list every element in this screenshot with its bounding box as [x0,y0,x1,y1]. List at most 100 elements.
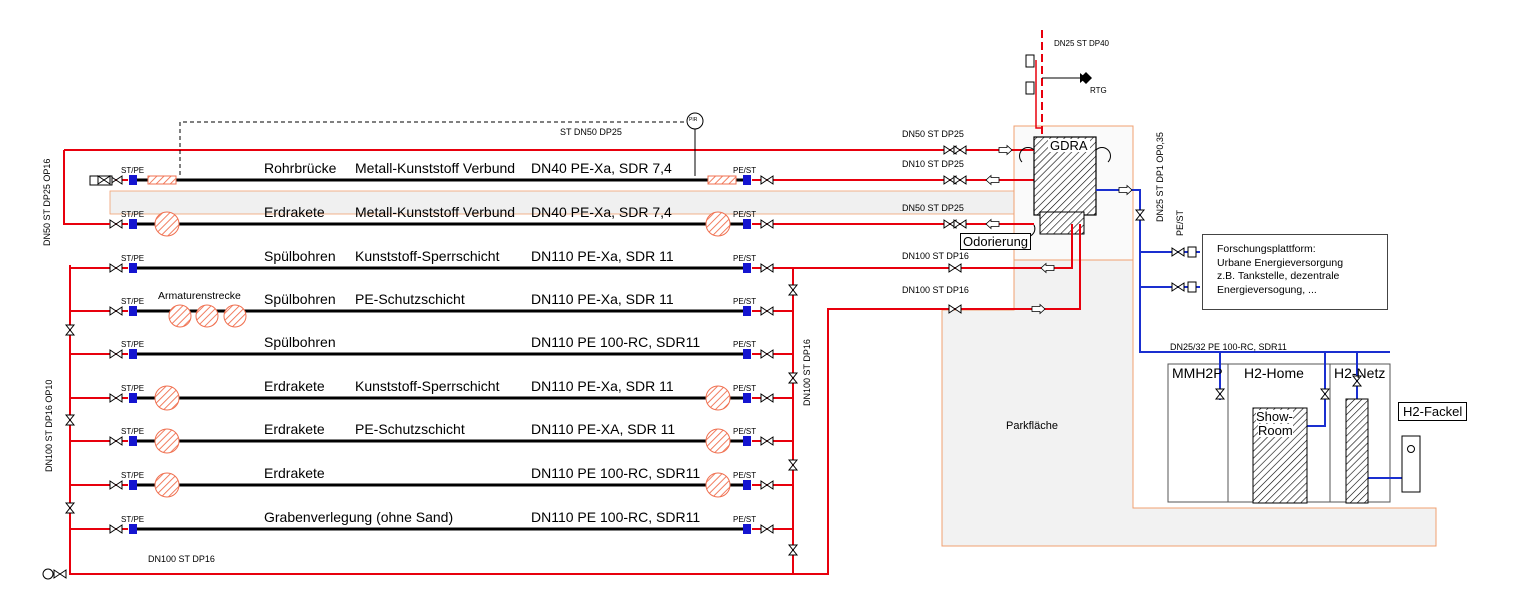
valve-icon [760,524,774,534]
row-method: Erdrakete [264,378,325,394]
connector-icon [1187,281,1197,293]
valve-icon [1171,247,1185,257]
row-right-label: DN10 ST DP25 [902,159,964,169]
transition-fitting-icon [129,480,137,490]
row-material: Metall-Kunststoff Verbund [355,160,516,176]
transition-fitting-icon [129,219,137,229]
row-spec: DN110 PE 100-RC, SDR11 [531,465,701,481]
connection-lines [42,30,1402,580]
valve-icon [787,284,799,296]
row-right-tag: PE/ST [733,210,757,219]
showroom-label-1: Show- [1256,409,1293,424]
pit-icon [168,304,192,328]
odorierung-label: Odorierung [960,233,1032,250]
valve-icon [760,436,774,446]
valve-icon [760,393,774,403]
right-riser-label: DN100 ST DP16 [802,339,812,406]
row-right-tag: PE/ST [733,427,757,436]
pit-icon [705,428,731,454]
left-red-feed [63,150,110,225]
valve-icon [64,502,76,514]
row-right-tag: PE/ST [733,254,757,263]
valve-icon [760,480,774,490]
armatur-label: Armaturenstrecke [158,290,241,302]
pipe-rows [70,175,1034,534]
valve-icon [1134,209,1146,221]
valve-icon [109,480,123,490]
row-spec: DN110 PE 100-RC, SDR11 [531,334,701,350]
row-spec: DN40 PE-Xa, SDR 7,4 [531,204,672,220]
row-spec: DN40 PE-Xa, SDR 7,4 [531,160,672,176]
showroom-label-2: Room [1258,423,1293,438]
research-platform-note: Forschungsplattform: Urbane Energieverso… [1202,234,1388,310]
row-left-tag: ST/PE [121,166,145,175]
valve-icon [948,304,962,314]
row-material: Kunststoff-Sperrschicht [355,378,500,394]
pit-icon [154,211,180,237]
valve-icon [760,263,774,273]
blue-showroom [1307,352,1326,427]
row-right-label: DN50 ST DP25 [902,203,964,213]
flow-arrow-icon [1040,262,1055,274]
bottom-label: DN100 ST DP16 [148,554,215,564]
h2fackel-block [1401,435,1421,493]
support-icon [707,175,737,185]
pit-icon [705,211,731,237]
dn25-vertical-label: DN25 ST DP1 OP0,35 [1155,132,1165,222]
rtg-label: RTG [1090,86,1107,95]
row-method: Rohrbrücke [264,160,337,176]
rtg-icon [1080,72,1092,84]
flow-arrow-icon [985,174,1000,186]
connector-icon [1187,246,1197,258]
dn100-vertical-label: DN100 ST DP16 OP10 [44,379,54,472]
valve-icon [953,175,967,185]
transition-fitting-icon [129,349,137,359]
row-method: Erdrakete [264,421,325,437]
support-icon [147,175,177,185]
end-cap-icon [42,568,54,580]
pit-icon [195,304,219,328]
transition-fitting-icon [743,219,751,229]
row-material: PE-Schutzschicht [355,291,465,307]
flow-arrow-icon [998,144,1013,156]
row-right-tag: PE/ST [733,384,757,393]
pit-icon [154,385,180,411]
row-method: Grabenverlegung (ohne Sand) [264,509,454,525]
pir-instrument [686,112,704,130]
row3-red-out [775,224,1073,269]
pit-icon [705,472,731,498]
row-left-tag: ST/PE [121,297,145,306]
h2home-label: H2-Home [1244,365,1304,381]
transition-fitting-icon [129,263,137,273]
valve-icon [109,436,123,446]
row-spec: DN110 PE-Xa, SDR 11 [531,378,674,394]
row-spec: DN110 PE-XA, SDR 11 [531,421,676,437]
transition-fitting-icon [743,306,751,316]
pir-label: PIR [689,117,698,123]
pit-icon [223,304,247,328]
valve-icon [109,219,123,229]
valve-icon [1171,282,1185,292]
h2netz-label: H2-Netz [1334,365,1386,381]
valve-icon [109,349,123,359]
valve-icon [1351,375,1363,387]
top-in-label: DN50 ST DP25 [902,129,964,139]
h2netz-block [1345,398,1369,504]
valve-icon [760,219,774,229]
transition-fitting-icon [129,393,137,403]
dn50-vertical-label: DN50 ST DP25 OP16 [42,158,52,246]
row-right-tag: PE/ST [733,166,757,175]
parkflaeche-label: Parkfläche [1006,420,1058,432]
row-left-tag: ST/PE [121,210,145,219]
row-right-label: DN100 ST DP16 [902,251,969,261]
flow-arrow-icon [985,218,1000,230]
valve-icon [109,263,123,273]
blue-main [1096,189,1390,353]
row-material: PE-Schutzschicht [355,421,465,437]
pit-icon [705,385,731,411]
pit-icon [154,472,180,498]
transition-fitting-icon [129,175,137,185]
valve-icon [953,145,967,155]
valve-icon [948,263,962,273]
